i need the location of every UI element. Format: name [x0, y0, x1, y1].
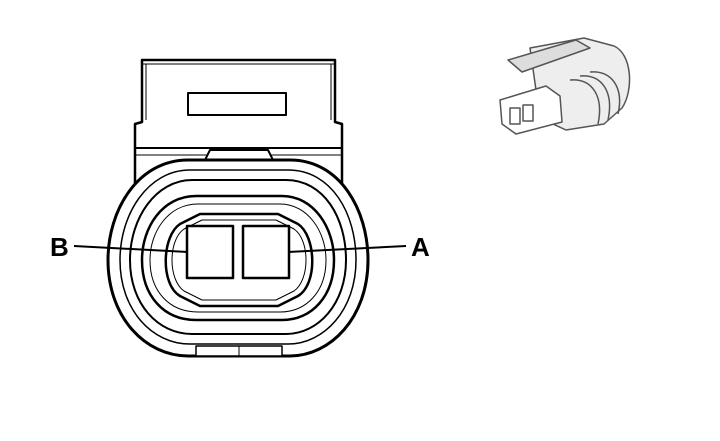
thumbnail-latch — [507, 39, 591, 73]
housing-outer — [106, 158, 370, 358]
pin-a-label: A — [411, 232, 430, 262]
terminal-cavity-inner — [171, 219, 307, 301]
thumbnail-rib — [569, 79, 601, 125]
thumbnail-rib — [579, 75, 611, 121]
connector-face-view — [106, 58, 370, 358]
connector-thumbnail — [499, 37, 631, 135]
thumbnail-rib — [589, 71, 621, 115]
pin-a-socket — [241, 224, 291, 280]
seal-ring — [140, 194, 336, 322]
pin-b-label: B — [50, 232, 69, 262]
housing-ring — [129, 179, 347, 335]
thumbnail-pin — [509, 107, 521, 125]
pin-b-socket — [185, 224, 235, 280]
pin-a-leader — [287, 245, 407, 253]
tab-window — [187, 92, 287, 116]
terminal-cavity — [164, 212, 314, 308]
seal-ring-inner — [149, 203, 327, 313]
pin-b-leader — [73, 245, 189, 253]
thumbnail-pin — [522, 104, 534, 122]
housing-ring — [119, 169, 357, 345]
